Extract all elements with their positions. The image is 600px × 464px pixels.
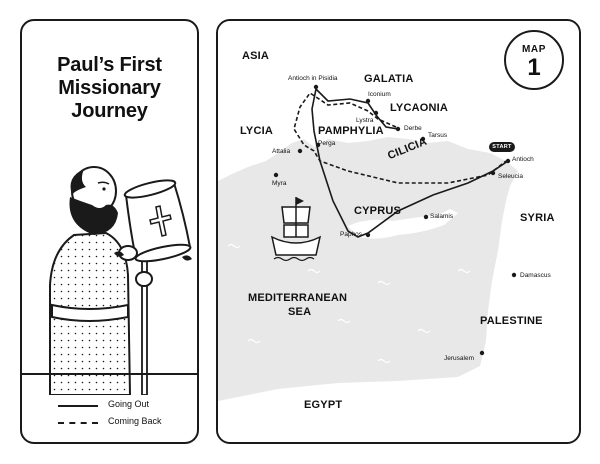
region-syria: SYRIA: [520, 212, 555, 224]
start-marker: START: [489, 142, 515, 152]
dashed-line-swatch: [58, 422, 98, 424]
page-title-line-3: Journey: [71, 100, 148, 122]
land-cyprus: [348, 209, 458, 239]
city-markers: [273, 84, 517, 356]
city-paphos: Paphos: [340, 231, 363, 238]
legend-going-out-label: Going Out: [108, 399, 150, 409]
city-seleucia: Seleucia: [498, 173, 523, 180]
region-mediterranean-line2: SEA: [288, 306, 312, 318]
map-number-badge: MAP 1: [504, 30, 564, 90]
city-attalia: Attalia: [272, 148, 291, 155]
region-cyprus: CYPRUS: [354, 205, 402, 217]
city-antioch: Antioch: [512, 156, 534, 163]
region-pamphylia: PAMPHYLIA: [318, 125, 384, 137]
city-lystra: Lystra: [356, 117, 374, 124]
city-derbe: Derbe: [404, 125, 422, 132]
region-mediterranean-line1: MEDITERRANEAN: [248, 292, 348, 304]
map-badge-label: MAP: [521, 44, 547, 55]
map-panel: ASIA GALATIA LYCAONIA LYCIA PAMPHYLIA CI…: [216, 19, 581, 444]
city-iconium: Iconium: [368, 91, 391, 98]
solid-line-swatch: [58, 405, 98, 407]
city-tarsus: Tarsus: [428, 132, 448, 139]
sea-waves: [227, 243, 471, 364]
legend-coming-back: Coming Back: [58, 416, 197, 430]
city-jerusalem: Jerusalem: [444, 355, 474, 362]
paul-illustration: [49, 166, 192, 395]
region-asia: ASIA: [242, 50, 270, 62]
region-palestine: PALESTINE: [480, 315, 543, 327]
city-damascus: Damascus: [520, 272, 551, 279]
city-antioch-pisidia: Antioch in Pisidia: [288, 75, 338, 82]
city-myra: Myra: [272, 180, 287, 187]
city-perga: Perga: [318, 140, 336, 147]
land-levant-egypt: [218, 171, 579, 442]
region-egypt: EGYPT: [304, 399, 343, 411]
map-canvas: [218, 21, 579, 442]
title-panel: Paul’s First Missionary Journey: [20, 19, 199, 444]
legend-going-out: Going Out: [58, 399, 197, 413]
city-salamis: Salamis: [430, 213, 454, 220]
legend: Going Out Coming Back: [22, 373, 197, 442]
legend-coming-back-label: Coming Back: [108, 416, 162, 426]
page-title-line-1: Paul’s First: [57, 54, 162, 76]
page-title-line-2: Missionary: [58, 77, 161, 99]
region-lycia: LYCIA: [240, 125, 273, 137]
route-coming-back: [293, 91, 507, 184]
ship-icon: [270, 197, 322, 262]
map-badge-number: 1: [527, 54, 541, 81]
land-asia-minor: [218, 21, 579, 181]
region-galatia: GALATIA: [364, 73, 414, 85]
region-lycaonia: LYCAONIA: [390, 102, 449, 114]
